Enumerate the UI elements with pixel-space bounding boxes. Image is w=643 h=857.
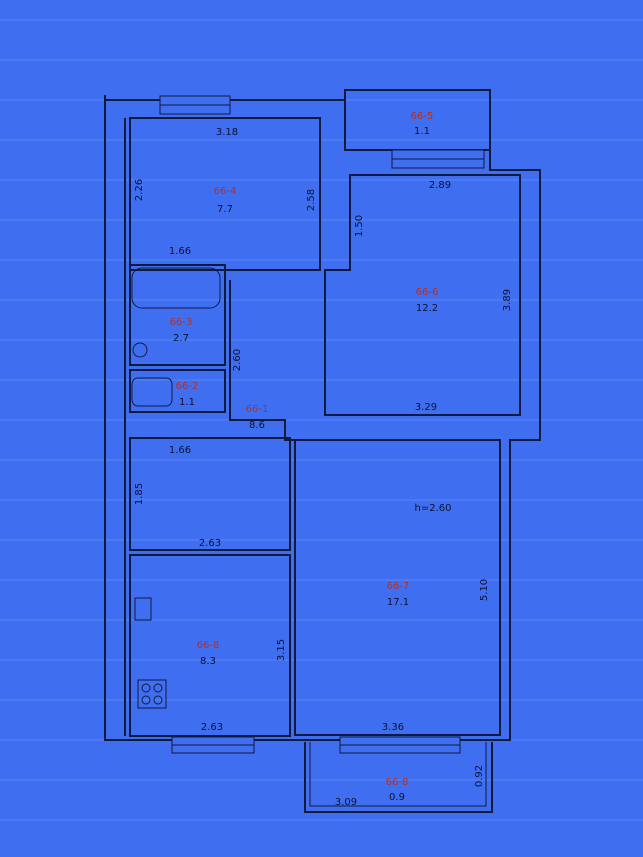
dimension: 3.09: [335, 797, 357, 808]
room-id: 66-8: [386, 777, 409, 788]
sink-icon: [132, 342, 148, 358]
dimension: 2.26: [134, 179, 145, 201]
toilet-icon: [131, 377, 173, 407]
dimension: 1.85: [134, 483, 145, 505]
room-area: 12.2: [416, 303, 438, 314]
dimension: 1.66: [169, 445, 191, 456]
dimension: 1.66: [169, 246, 191, 257]
room-area: 1.1: [179, 397, 195, 408]
room-area: 8.6: [249, 420, 265, 431]
dimension: 0.92: [474, 765, 485, 787]
dimension: 3.29: [415, 402, 437, 413]
room-labels: 66-4 7.7 66-5 1.1 66-6 12.2 66-3 2.7 66-…: [170, 111, 452, 803]
dimension: 5.10: [479, 579, 490, 601]
ceiling-height: h=2.60: [415, 503, 452, 514]
dimension: 2.58: [306, 189, 317, 211]
fixtures: [131, 267, 221, 709]
stove-icon: [137, 679, 167, 709]
dimensions: 3.18 2.26 2.58 1.66 2.89 1.50 3.89 2.60 …: [134, 127, 513, 808]
dimension: 2.63: [199, 538, 221, 549]
room-area: 17.1: [387, 597, 409, 608]
room-id: 66-7: [387, 581, 410, 592]
bathtub-icon: [131, 267, 221, 309]
room-id: 66-3: [170, 317, 193, 328]
room-id: 66-6: [416, 287, 439, 298]
dimension: 2.60: [232, 349, 243, 371]
room-id: 66-5: [411, 111, 434, 122]
windows: [159, 95, 485, 754]
room-id: 66-8: [197, 640, 220, 651]
dimension: 2.89: [429, 180, 451, 191]
room-id: 66-2: [176, 381, 199, 392]
dimension: 2.63: [201, 722, 223, 733]
sink-kitchen-icon: [134, 597, 152, 621]
room-area: 8.3: [200, 656, 216, 667]
paper-lines: [0, 19, 643, 821]
dimension: 3.15: [276, 639, 287, 661]
room-area: 7.7: [217, 204, 233, 215]
dimension: 1.50: [354, 215, 365, 237]
room-id: 66-1: [246, 404, 269, 415]
room-area: 0.9: [389, 792, 405, 803]
dimension: 3.18: [216, 127, 238, 138]
room-area: 1.1: [414, 126, 430, 137]
dimension: 3.36: [382, 722, 404, 733]
room-id: 66-4: [214, 186, 237, 197]
room-area: 2.7: [173, 333, 189, 344]
dimension: 3.89: [502, 289, 513, 311]
